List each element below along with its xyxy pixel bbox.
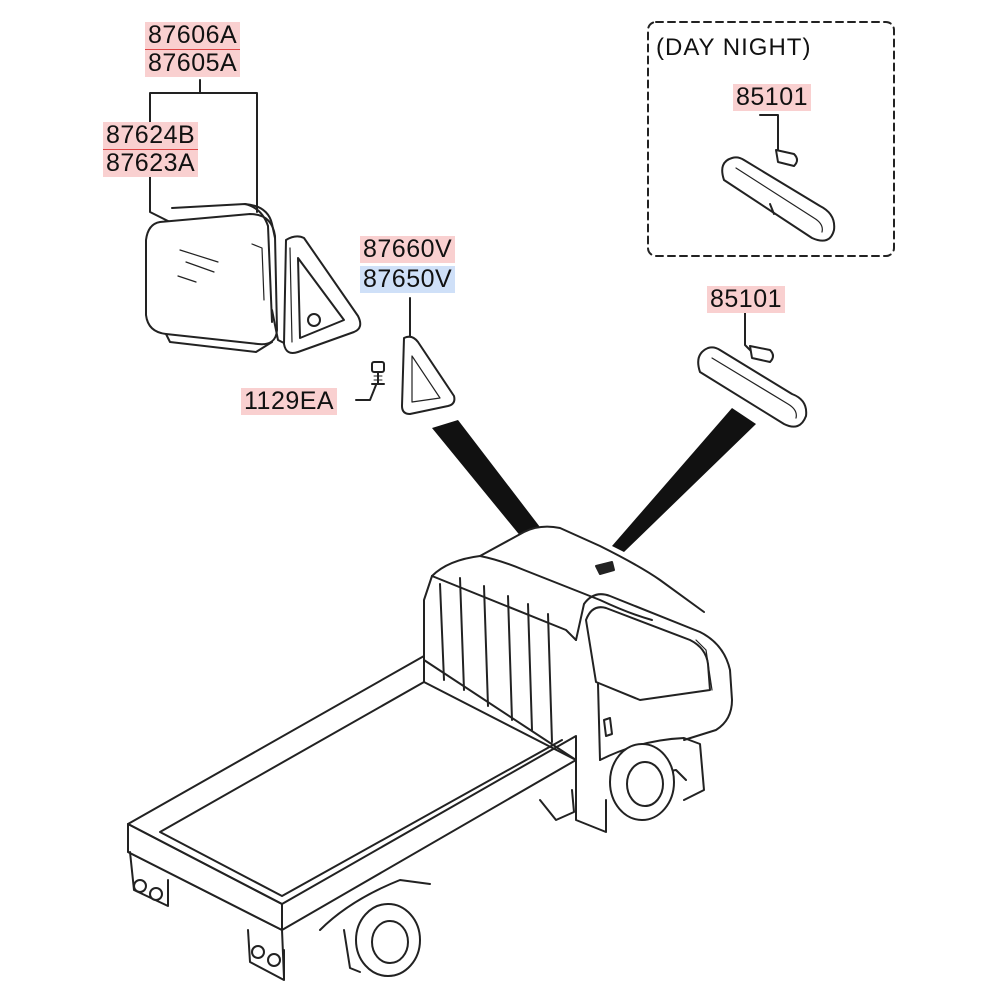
inset-caption: (DAY NIGHT) (656, 34, 812, 61)
inside-mirror-day-night-icon (721, 149, 836, 242)
part-label-87606A[interactable]: 87606A (145, 22, 241, 51)
inset-box (647, 21, 895, 257)
cab-chassis-truck-icon (127, 525, 733, 981)
part-label-87624B[interactable]: 87624B (103, 122, 199, 151)
inside-rear-view-mirror-icon (697, 345, 808, 428)
part-label-1129EA[interactable]: 1129EA (241, 388, 338, 415)
part-label-87650V[interactable]: 87650V (360, 266, 456, 293)
part-label-87623A[interactable]: 87623A (103, 150, 199, 177)
screw-icon (371, 361, 385, 385)
mirror-corner-cover-icon (401, 335, 456, 415)
part-label-87605A[interactable]: 87605A (145, 50, 241, 77)
part-label-87660V[interactable]: 87660V (360, 236, 456, 263)
part-label-85101[interactable]: 85101 (707, 286, 786, 313)
outside-mirror-assembly-icon (145, 203, 291, 353)
part-label-85101-day-night[interactable]: 85101 (733, 84, 812, 111)
mirror-bracket-icon (283, 235, 362, 354)
